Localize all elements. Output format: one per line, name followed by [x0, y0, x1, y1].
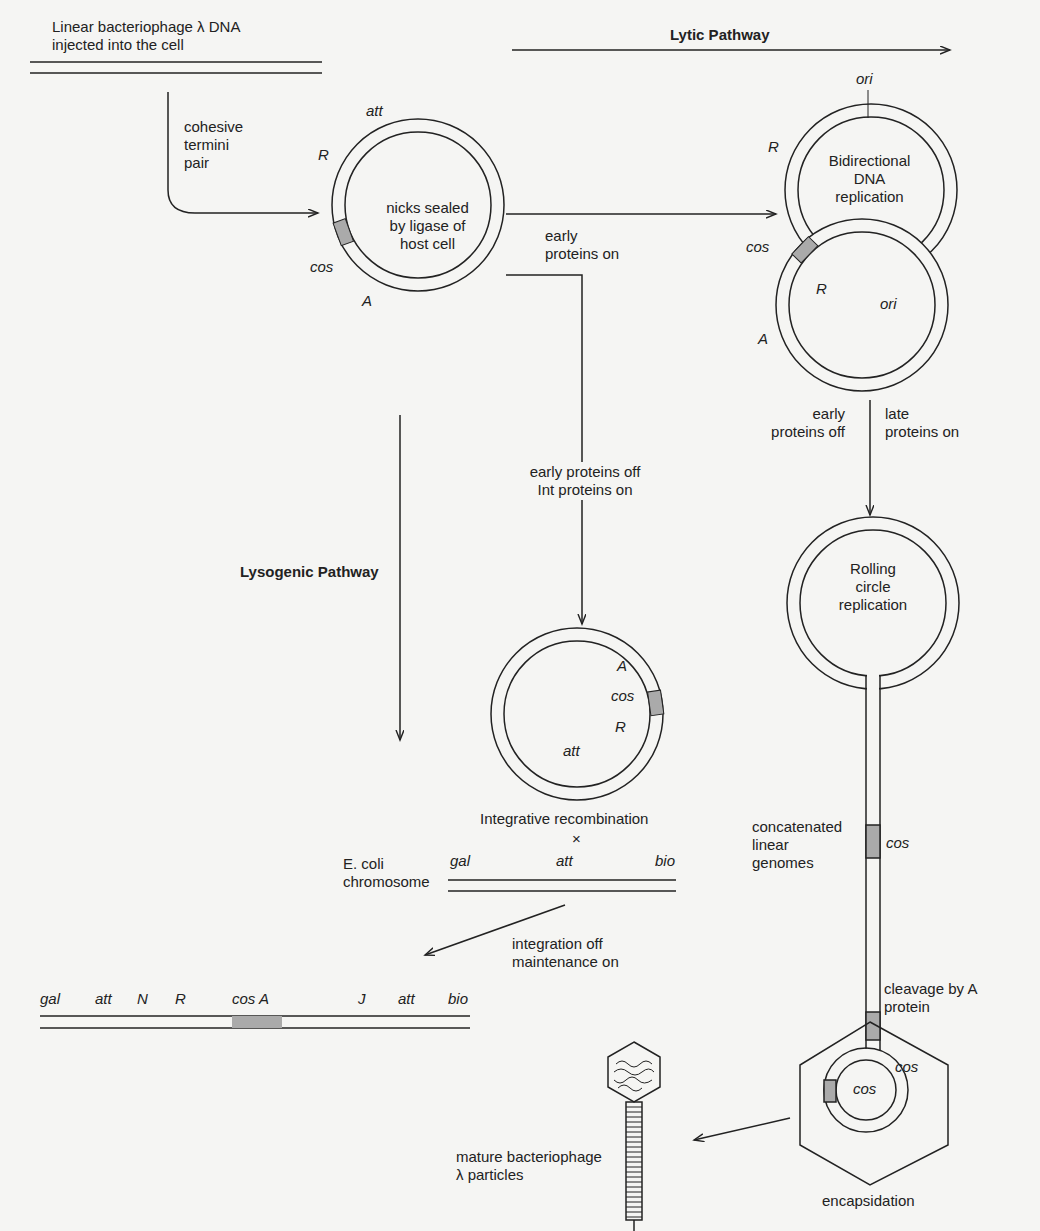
annotation: Linear bacteriophage λ DNA injected into…: [52, 18, 240, 54]
annotation: integration off maintenance on: [512, 935, 630, 971]
theta-replication: Bidirectional DNA replication: [776, 100, 962, 400]
cos-site: [824, 1080, 836, 1102]
tail-stripe: [626, 1207, 642, 1208]
gene-label: cos: [895, 1058, 918, 1076]
gene-label: gal: [450, 852, 470, 870]
tail-stripe: [626, 1112, 642, 1113]
cos-site: [232, 1016, 282, 1028]
tail-stripe: [626, 1217, 642, 1218]
gene-label: N: [137, 990, 148, 1008]
circular-genome: nicks sealed by ligase of host cell: [330, 117, 506, 293]
gene-label: att: [95, 990, 112, 1008]
annotation: early proteins off: [760, 405, 845, 441]
gene-label: att: [398, 990, 415, 1008]
gene-label: cos: [853, 1080, 876, 1098]
tail-stripe: [626, 1147, 642, 1148]
tail-stripe: [626, 1117, 642, 1118]
node-text: Bidirectional DNA replication: [822, 152, 917, 206]
gene-label: J: [358, 990, 366, 1008]
flow-arrow: [506, 275, 582, 624]
tail-stripe: [626, 1197, 642, 1198]
stem-strand: [879, 676, 881, 1051]
tail-stripe: [626, 1127, 642, 1128]
gene-label: R: [615, 718, 626, 736]
tail-stripe: [626, 1167, 642, 1168]
tail-stripe: [626, 1152, 642, 1153]
gene-label: cos A: [232, 990, 269, 1008]
capsid: [800, 1022, 948, 1185]
circular-genome: AcosRatt: [487, 624, 667, 804]
gene-label: att: [366, 102, 383, 120]
annotation: ×: [572, 830, 581, 848]
annotation: E. coli chromosome: [343, 855, 438, 891]
phage-head: [608, 1042, 660, 1102]
gene-label: bio: [448, 990, 468, 1008]
gene-label: att: [563, 742, 580, 760]
annotation: Lytic Pathway: [670, 26, 769, 44]
chromosome-strand: [448, 879, 676, 881]
cos-site: [866, 825, 880, 858]
tail-stripe: [626, 1162, 642, 1163]
tail-stripe: [626, 1212, 642, 1213]
annotation: cohesive termini pair: [184, 118, 254, 172]
tail-stripe: [626, 1142, 642, 1143]
annotation: Lysogenic Pathway: [240, 563, 379, 581]
flow-arrow: [168, 92, 318, 213]
gene-label: R: [768, 138, 779, 156]
tail-stripe: [626, 1157, 642, 1158]
annotation: encapsidation: [822, 1192, 915, 1210]
gene-label: cos: [310, 258, 333, 276]
gene-label: R: [816, 280, 827, 298]
pathway-arrow: [512, 49, 950, 51]
packaged-dna: [836, 1060, 896, 1120]
dna-strand: [30, 61, 322, 63]
gene-label: gal: [40, 990, 60, 1008]
annotation: concatenated linear genomes: [752, 818, 852, 872]
node-text: Rolling circle replication: [833, 560, 913, 614]
rolling-circle: Rolling circle replication: [785, 515, 961, 691]
gene-label: att: [556, 852, 573, 870]
tail-stripe: [626, 1132, 642, 1133]
gene-label: R: [318, 146, 329, 164]
gene-label: cos: [746, 238, 769, 256]
edge-label: early proteins on: [543, 226, 627, 264]
node-text: nicks sealed by ligase of host cell: [380, 199, 475, 253]
pathway-arrow: [399, 415, 401, 740]
gene-label: bio: [655, 852, 675, 870]
dna-strand: [30, 72, 322, 74]
annotation: early proteins off Int proteins on: [518, 462, 652, 500]
tail-stripe: [626, 1172, 642, 1173]
tail-stripe: [626, 1182, 642, 1183]
annotation: cleavage by A protein: [884, 980, 979, 1016]
stem-strand: [865, 676, 867, 1049]
annotation: Integrative recombination: [480, 810, 648, 828]
chromosome-strand: [448, 890, 676, 892]
flow-arrow: [694, 1118, 790, 1140]
tail-stripe: [626, 1187, 642, 1188]
tail-stripe: [626, 1137, 642, 1138]
tail-stripe: [626, 1122, 642, 1123]
node-outline: [776, 100, 962, 400]
gene-label: A: [617, 657, 627, 675]
phage-dna: [614, 1061, 654, 1091]
node-outline: [487, 624, 667, 804]
tail-stripe: [626, 1202, 642, 1203]
gene-label: cos: [611, 687, 634, 705]
tail-fiber: [633, 1220, 635, 1231]
gene-label: A: [362, 292, 372, 310]
gene-label: A: [758, 330, 768, 348]
gene-label: ori: [856, 70, 873, 88]
tail-stripe: [626, 1107, 642, 1108]
flow-arrow: [506, 213, 776, 215]
phage-tail: [626, 1102, 642, 1220]
gene-label: cos: [886, 834, 909, 852]
annotation: late proteins on: [885, 405, 965, 441]
flow-arrow: [869, 400, 871, 515]
tail-stripe: [626, 1192, 642, 1193]
gene-label: R: [175, 990, 186, 1008]
tail-stripe: [626, 1177, 642, 1178]
gene-label: ori: [880, 295, 897, 313]
annotation: mature bacteriophage λ particles: [456, 1148, 611, 1184]
